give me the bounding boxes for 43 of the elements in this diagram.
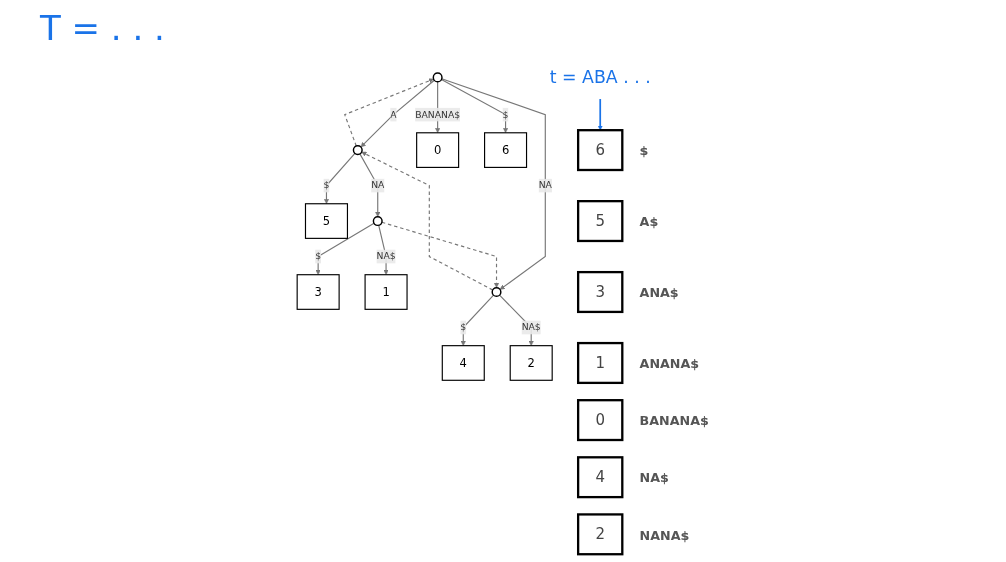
arrow xyxy=(441,78,546,290)
arrow xyxy=(498,294,534,346)
leaf-box: 4 xyxy=(441,345,485,381)
suffix-text: $ xyxy=(639,143,649,159)
suffix-text: BANANA$ xyxy=(639,413,709,429)
arrow xyxy=(378,224,389,275)
suffix-text: ANANA$ xyxy=(639,356,700,372)
array-cell: 3 xyxy=(577,270,624,314)
leaf-box: 3 xyxy=(296,274,340,310)
handwritten-note: T = . . . xyxy=(40,8,165,48)
tree-node-circle xyxy=(491,286,502,298)
suffix-text: NA$ xyxy=(639,470,669,486)
arrow xyxy=(315,222,375,275)
suffix-text: A$ xyxy=(639,214,659,230)
suffix-link-arrow xyxy=(344,78,434,147)
suffix-text: NANA$ xyxy=(639,527,690,543)
arrow xyxy=(359,153,381,217)
leaf-box: 6 xyxy=(484,132,528,168)
edge-label: NA$ xyxy=(521,321,541,333)
tree-node-circle xyxy=(432,72,443,83)
edge-label: NA xyxy=(371,179,385,191)
array-cell: 4 xyxy=(577,456,624,499)
leaf-box: 5 xyxy=(304,203,349,239)
suffix-link-arrow xyxy=(361,151,494,291)
edge-label: $ xyxy=(460,321,467,333)
suffix-text: ANA$ xyxy=(639,285,679,301)
arrow xyxy=(360,79,435,148)
edge-label: NA$ xyxy=(376,250,396,262)
leaf-box: 0 xyxy=(416,132,460,168)
tree-node-circle xyxy=(372,216,383,227)
edge-label: $ xyxy=(315,250,322,262)
array-cell: 6 xyxy=(577,129,624,172)
leaf-box: 2 xyxy=(509,345,553,381)
array-cell: 0 xyxy=(577,399,624,442)
tree-node-circle xyxy=(352,145,363,156)
suffix-link-arrow xyxy=(381,221,500,288)
array-cell: 1 xyxy=(577,341,624,385)
array-cell: 5 xyxy=(577,200,624,243)
handwritten-arrow xyxy=(597,98,603,131)
arrow xyxy=(440,78,509,133)
array-cell: 2 xyxy=(577,513,624,556)
handwritten-text: t = ABA . . . xyxy=(549,67,651,88)
leaf-box: 1 xyxy=(364,274,408,310)
